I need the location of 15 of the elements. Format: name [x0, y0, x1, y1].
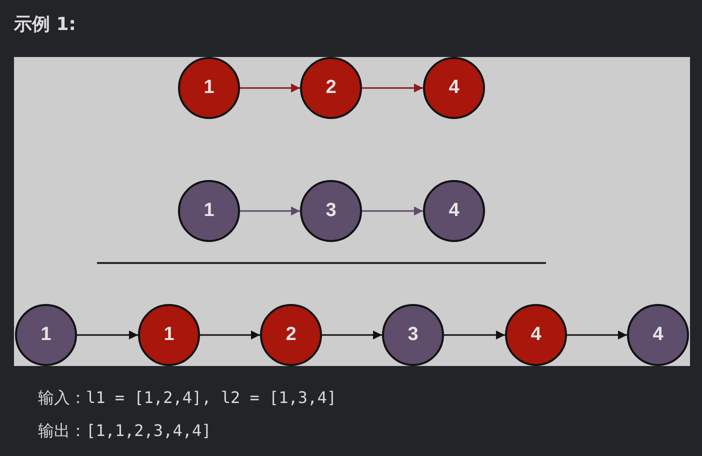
example-title: 示例 1:	[14, 13, 76, 36]
list-node-circle: 3	[382, 304, 444, 366]
list-node-circle: 1	[15, 304, 77, 366]
list-node-circle: 2	[260, 304, 322, 366]
list-node-circle: 3	[300, 180, 362, 242]
list-node-circle: 4	[627, 304, 689, 366]
list-node-circle: 2	[300, 57, 362, 119]
list-node-circle: 4	[505, 304, 567, 366]
list-node-circle: 4	[423, 180, 485, 242]
example-text: 输入：l1 = [1,2,4], l2 = [1,3,4]	[38, 388, 336, 409]
list-node-circle: 4	[423, 57, 485, 119]
list-node-circle: 1	[178, 57, 240, 119]
list-node-circle: 1	[138, 304, 200, 366]
example-text: 输出：[1,1,2,3,4,4]	[38, 421, 212, 442]
list-node-circle: 1	[178, 180, 240, 242]
